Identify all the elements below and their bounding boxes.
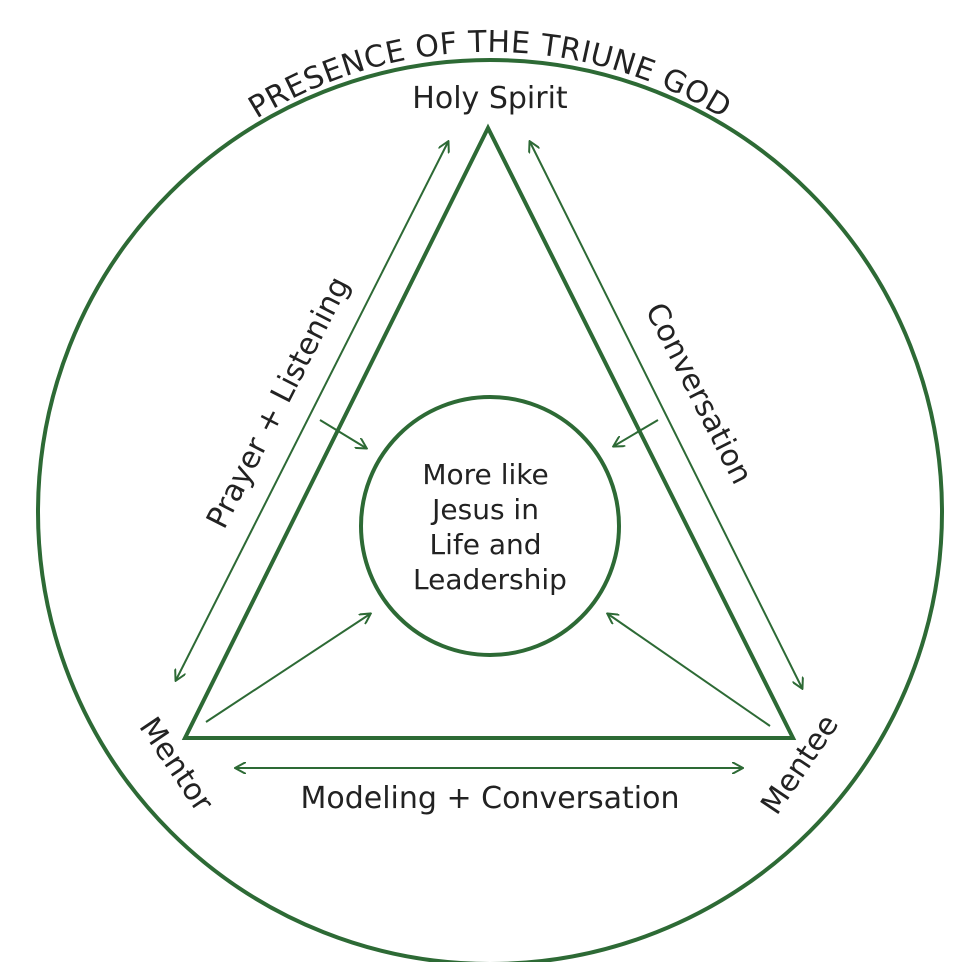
center-line-3: Life and: [430, 528, 542, 561]
arrow-into-center-upper-right: [614, 419, 659, 446]
arrow-mentor-holy-spirit: [176, 142, 448, 680]
center-circle: [359, 395, 621, 657]
outer-circle: [36, 58, 944, 962]
center-line-1: More like: [422, 458, 548, 491]
edge-label-prayer-listening: Prayer + Listening: [200, 271, 357, 534]
center-line-4: Leadership: [413, 563, 567, 596]
arrow-into-center-lower-right: [608, 614, 771, 727]
arrow-into-center-lower-left: [205, 614, 370, 723]
center-text: More like Jesus in Life and Leadership: [413, 458, 567, 596]
edge-label-modeling-conversation: Modeling + Conversation: [300, 781, 679, 816]
center-line-2: Jesus in: [430, 493, 539, 526]
node-label-holy-spirit: Holy Spirit: [412, 81, 568, 116]
arrow-holy-spirit-mentee: [530, 142, 802, 688]
arrow-into-center-upper-left: [319, 419, 366, 448]
